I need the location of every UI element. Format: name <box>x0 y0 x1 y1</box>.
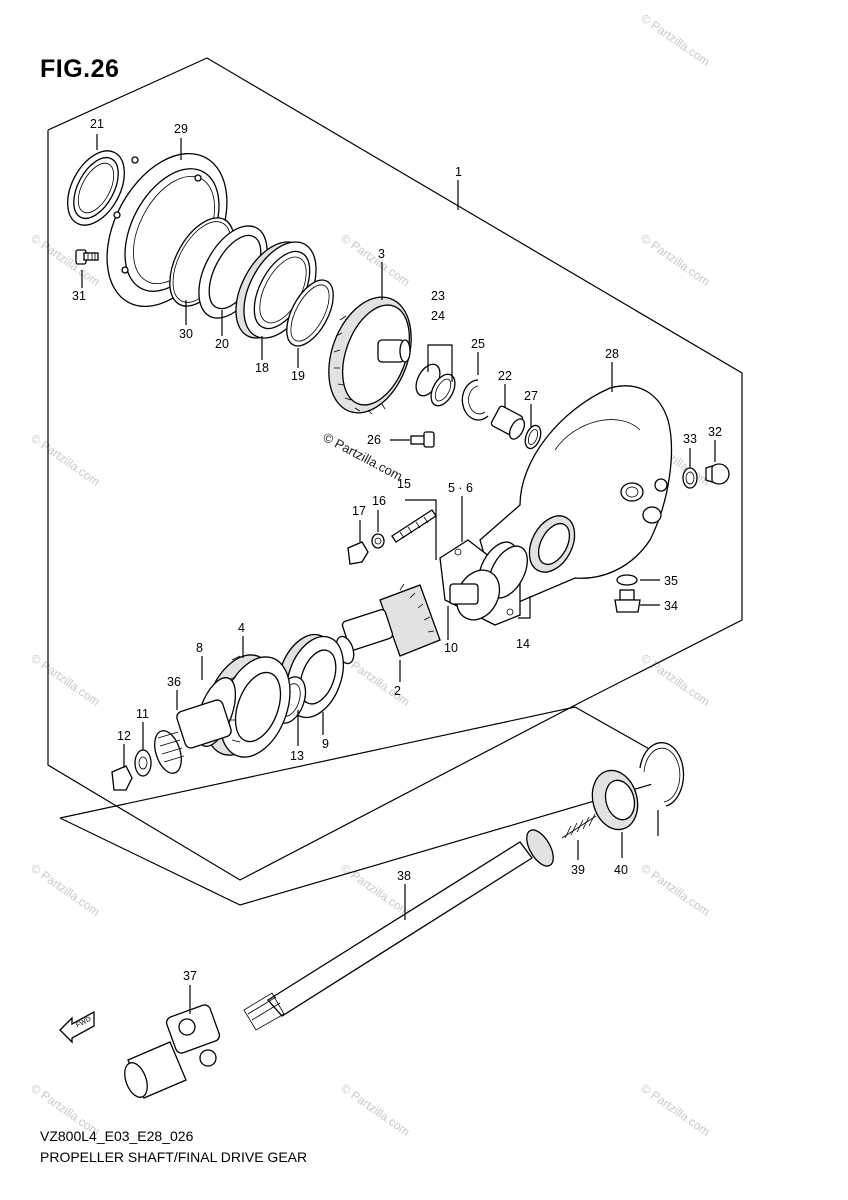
callout-15: 16 <box>372 494 386 508</box>
part-32-gasket[interactable] <box>682 467 698 489</box>
callout-31: 32 <box>708 425 722 439</box>
callout-24: 25 <box>471 337 485 351</box>
callout-28: 29 <box>174 122 188 136</box>
callout-32: 33 <box>683 432 697 446</box>
callout-39: 40 <box>614 863 628 877</box>
callout-37: 38 <box>397 869 411 883</box>
leader-lines <box>81 134 716 1014</box>
callout-12: 13 <box>290 749 304 763</box>
callout-19: 20 <box>215 337 229 351</box>
front-direction-arrow: FWD <box>59 1010 95 1044</box>
callout-11: 12 <box>117 729 131 743</box>
callout-35: 36 <box>167 675 181 689</box>
watermark-text: © Partzilla.com <box>638 1081 712 1139</box>
part-27-final-drive-case[interactable] <box>479 385 673 611</box>
part-22-23-shims[interactable] <box>411 360 460 409</box>
part-36-universal-joint[interactable] <box>120 1003 221 1100</box>
assembly-boundary-shaft <box>59 706 684 906</box>
callout-7: 8 <box>196 641 203 655</box>
callout-5-6: 5 · 6 <box>448 481 473 495</box>
callout-17: 18 <box>255 361 269 375</box>
callout-labels: 21 29 1 3 31 30 20 18 19 23 24 25 22 27 … <box>72 117 722 983</box>
part-20-oil-seal[interactable] <box>56 141 136 234</box>
part-11-nut[interactable] <box>111 765 133 791</box>
part-25-bolt[interactable] <box>410 431 435 448</box>
brand-label: © Partzilla.com <box>321 429 405 483</box>
assembly-boundary-1 <box>47 57 743 881</box>
callout-36: 37 <box>183 969 197 983</box>
callout-18: 19 <box>291 369 305 383</box>
figure-title: FIG.26 <box>40 55 120 83</box>
callout-10: 11 <box>136 707 149 721</box>
callout-33: 34 <box>664 599 678 613</box>
part-34-gasket[interactable] <box>616 574 638 586</box>
part-3-ring-gear[interactable] <box>314 286 426 425</box>
part-10-washer[interactable] <box>134 749 152 777</box>
watermark-text: © Partzilla.com <box>338 1081 412 1139</box>
callout-8: 9 <box>322 737 329 751</box>
part-37-propeller-shaft[interactable] <box>243 826 559 1031</box>
callout-25: 26 <box>367 433 381 447</box>
part-24-circlip[interactable] <box>461 379 489 421</box>
callout-23: 24 <box>431 309 445 323</box>
callout-20: 21 <box>90 117 104 131</box>
callout-30: 31 <box>72 289 86 303</box>
part-40-circlip[interactable] <box>639 742 685 807</box>
figure-caption: PROPELLER SHAFT/FINAL DRIVE GEAR <box>40 1149 308 1165</box>
callout-13: 14 <box>516 637 530 651</box>
part-38-spring[interactable] <box>561 813 597 839</box>
callout-29: 30 <box>179 327 193 341</box>
callout-16: 17 <box>352 504 366 518</box>
callout-27: 28 <box>605 347 619 361</box>
part-16-nut[interactable] <box>347 541 369 565</box>
watermark-text: © Partzilla.com <box>638 11 712 69</box>
watermark-text: © Partzilla.com <box>28 431 102 489</box>
part-33-drain-bolt[interactable] <box>614 589 641 613</box>
part-31-plug[interactable] <box>705 463 730 485</box>
callout-2: 2 <box>394 684 401 698</box>
callout-38: 39 <box>571 863 585 877</box>
callout-4: 4 <box>238 621 245 635</box>
part-35-coupling[interactable] <box>150 699 233 777</box>
callout-9: 10 <box>444 641 458 655</box>
callout-21: 22 <box>498 369 512 383</box>
part-18-shim[interactable] <box>277 273 343 353</box>
part-9-housing[interactable] <box>448 563 508 628</box>
part-39-seal[interactable] <box>586 765 644 834</box>
callout-14: 15 <box>397 477 411 491</box>
callout-1: 1 <box>455 165 462 179</box>
part-21-needle-bearing[interactable] <box>490 405 527 441</box>
watermark-text: © Partzilla.com <box>28 861 102 919</box>
watermark-text: © Partzilla.com <box>638 861 712 919</box>
watermark-text: © Partzilla.com <box>338 231 412 289</box>
callout-34: 35 <box>664 574 678 588</box>
callout-26: 27 <box>524 389 538 403</box>
watermark-text: © Partzilla.com <box>28 651 102 709</box>
callout-22: 23 <box>431 289 445 303</box>
part-30-bolt[interactable] <box>75 249 99 265</box>
part-2-pinion-gear[interactable] <box>333 583 441 666</box>
watermark-text: © Partzilla.com <box>638 651 712 709</box>
part-15-washer[interactable] <box>371 533 385 549</box>
figure-code: VZ800L4_E03_E28_026 <box>40 1128 194 1144</box>
callout-3: 3 <box>378 247 385 261</box>
part-13-o-ring[interactable] <box>471 536 536 604</box>
watermark-text: © Partzilla.com <box>638 231 712 289</box>
part-26-seal[interactable] <box>522 423 543 450</box>
watermark-layer: © Partzilla.com © Partzilla.com © Partzill… <box>28 11 712 1139</box>
part-14-stud[interactable] <box>391 509 437 543</box>
